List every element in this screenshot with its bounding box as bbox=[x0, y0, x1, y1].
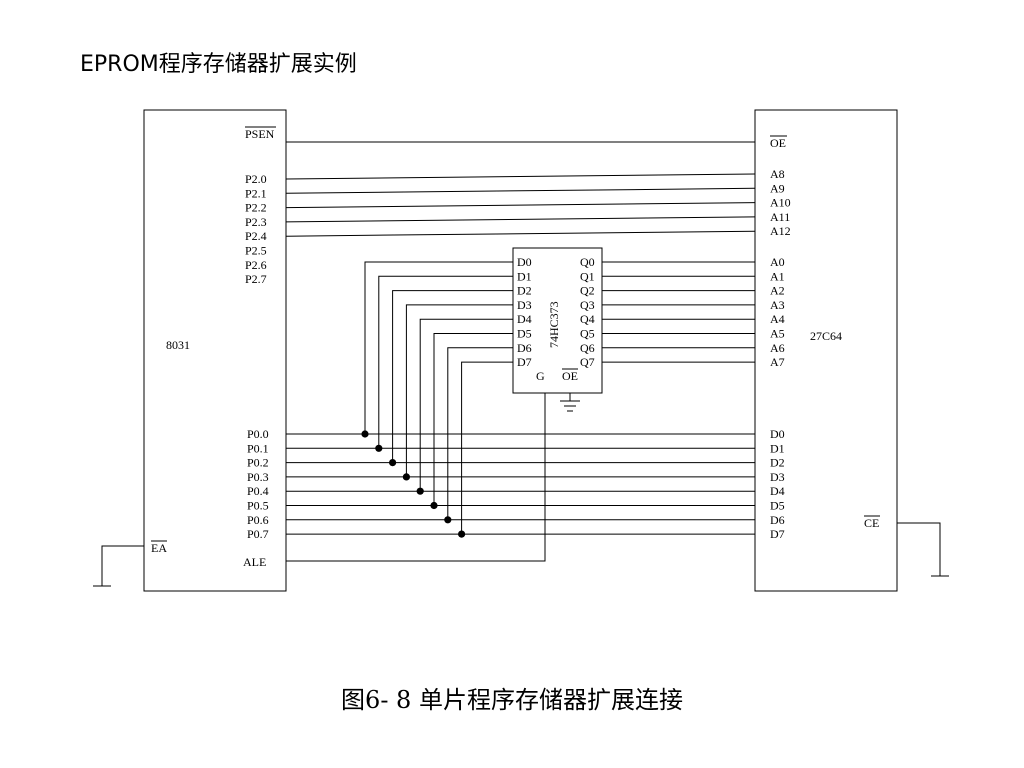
latch-q-label: Q3 bbox=[580, 298, 595, 312]
eprom-data-label: D2 bbox=[770, 456, 785, 470]
ale-wire bbox=[286, 393, 546, 562]
latch-q-label: Q5 bbox=[580, 327, 595, 341]
junction-dot bbox=[416, 487, 424, 495]
mcu-port2-label: P2.6 bbox=[245, 258, 267, 272]
latch-d-label: D5 bbox=[517, 327, 532, 341]
latch-input-wire bbox=[392, 290, 513, 463]
mcu-port0-label: P0.7 bbox=[247, 527, 269, 541]
eprom-data-label: D4 bbox=[770, 484, 785, 498]
latch-q-label: Q2 bbox=[580, 284, 595, 298]
mcu-port0-label: P0.1 bbox=[247, 441, 269, 455]
mcu-psen-label: PSEN bbox=[245, 127, 275, 141]
eprom-high-addr-label: A9 bbox=[770, 181, 785, 195]
eprom-low-addr-label: A7 bbox=[770, 355, 785, 369]
ea-ground-wire bbox=[101, 545, 144, 586]
mcu-port0-label: P0.0 bbox=[247, 427, 269, 441]
latch-input-wire bbox=[364, 261, 513, 434]
latch-d-label: D0 bbox=[517, 255, 532, 269]
latch-input-wire bbox=[461, 361, 513, 535]
mcu-port0-label: P0.5 bbox=[247, 499, 269, 513]
eprom-low-addr-label: A6 bbox=[770, 341, 785, 355]
latch-input-wire bbox=[447, 347, 513, 520]
latch-input-wire bbox=[378, 275, 513, 449]
mcu-port2-label: P2.4 bbox=[245, 229, 267, 243]
eprom-high-addr-label: A8 bbox=[770, 167, 785, 181]
junction-dot bbox=[361, 430, 369, 438]
junction-dot bbox=[402, 473, 410, 481]
junction-dot bbox=[375, 444, 383, 452]
latch-input-wire bbox=[419, 318, 513, 492]
high-address-wire bbox=[285, 173, 756, 180]
latch-g-label: G bbox=[536, 369, 545, 383]
latch-oe-label: OE bbox=[562, 369, 578, 383]
mcu-ea-label: EA bbox=[151, 541, 167, 555]
ce-ground-wire bbox=[897, 522, 941, 576]
eprom-data-label: D1 bbox=[770, 441, 785, 455]
eprom-data-label: D7 bbox=[770, 527, 785, 541]
eprom-name: 27C64 bbox=[810, 329, 842, 343]
mcu-port2-label: P2.3 bbox=[245, 215, 267, 229]
latch-d-label: D2 bbox=[517, 284, 532, 298]
mcu-port2-label: P2.1 bbox=[245, 186, 267, 200]
junction-dot bbox=[458, 530, 466, 538]
mcu-chip bbox=[143, 109, 287, 592]
latch-d-label: D4 bbox=[517, 312, 532, 326]
latch-q-label: Q4 bbox=[580, 312, 595, 326]
eprom-high-addr-label: A12 bbox=[770, 224, 791, 238]
eprom-low-addr-label: A2 bbox=[770, 284, 785, 298]
latch-d-label: D6 bbox=[517, 341, 532, 355]
eprom-data-label: D3 bbox=[770, 470, 785, 484]
latch-q-label: Q1 bbox=[580, 269, 595, 283]
mcu-port2-label: P2.5 bbox=[245, 244, 267, 258]
eprom-low-addr-label: A1 bbox=[770, 269, 785, 283]
eprom-oe-label: OE bbox=[770, 136, 786, 150]
high-address-wire bbox=[285, 187, 756, 194]
latch-name: 74HC373 bbox=[547, 301, 561, 348]
eprom-data-label: D0 bbox=[770, 427, 785, 441]
junction-dot bbox=[444, 516, 452, 524]
eprom-high-addr-label: A10 bbox=[770, 196, 791, 210]
latch-input-wire bbox=[405, 304, 513, 477]
mcu-port0-label: P0.4 bbox=[247, 484, 269, 498]
latch-input-wire bbox=[433, 333, 513, 506]
eprom-high-addr-label: A11 bbox=[770, 210, 790, 224]
latch-q-label: Q0 bbox=[580, 255, 595, 269]
high-address-wire bbox=[285, 202, 756, 209]
latch-d-label: D1 bbox=[517, 269, 532, 283]
mcu-ale-label: ALE bbox=[243, 555, 266, 569]
mcu-port2-label: P2.7 bbox=[245, 272, 267, 286]
junction-dot bbox=[389, 459, 397, 467]
eprom-low-addr-label: A0 bbox=[770, 255, 785, 269]
mcu-port0-label: P0.3 bbox=[247, 470, 269, 484]
latch-d-label: D7 bbox=[517, 355, 532, 369]
latch-chip bbox=[512, 247, 603, 394]
eprom-low-addr-label: A4 bbox=[770, 312, 785, 326]
eprom-ce-label: CE bbox=[864, 516, 879, 530]
junction-dot bbox=[430, 501, 438, 510]
latch-d-label: D3 bbox=[517, 298, 532, 312]
mcu-port0-label: P0.2 bbox=[247, 456, 269, 470]
eprom-low-addr-label: A5 bbox=[770, 327, 785, 341]
high-address-wire bbox=[285, 216, 756, 223]
latch-q-label: Q6 bbox=[580, 341, 595, 355]
mcu-port2-label: P2.2 bbox=[245, 201, 267, 215]
page-title: EPROM程序存储器扩展实例 bbox=[80, 52, 357, 77]
eprom-low-addr-label: A3 bbox=[770, 298, 785, 312]
mcu-name: 8031 bbox=[166, 338, 190, 352]
mcu-port0-label: P0.6 bbox=[247, 513, 269, 527]
mcu-port2-label: P2.0 bbox=[245, 172, 267, 186]
generated-wiring: P2.0P2.1P2.2P2.3P2.4P2.5P2.6P2.7A8A9A10A… bbox=[245, 167, 791, 541]
latch-q-label: Q7 bbox=[580, 355, 595, 369]
eprom-data-label: D6 bbox=[770, 513, 785, 527]
high-address-wire bbox=[285, 230, 756, 237]
eprom-data-label: D5 bbox=[770, 499, 785, 513]
eprom-chip bbox=[754, 109, 898, 592]
figure-caption: 图6- 8 单片程序存储器扩展连接 bbox=[341, 686, 683, 714]
